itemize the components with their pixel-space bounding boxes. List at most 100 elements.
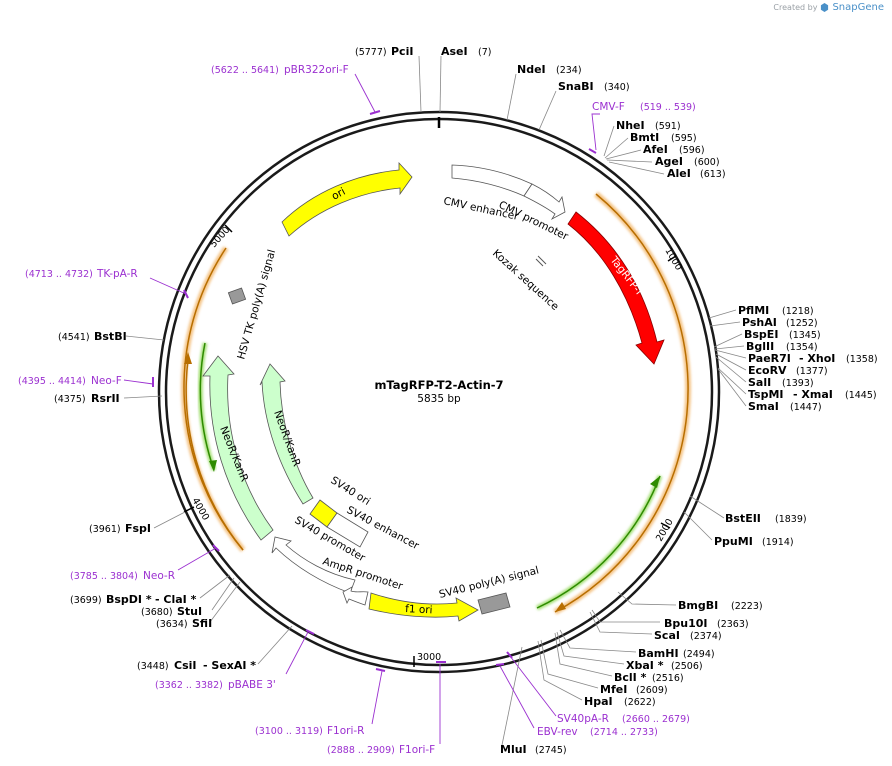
primer-pos: (2660 .. 2679) (622, 714, 690, 725)
primer-pos: (4395 .. 4414) (18, 376, 86, 387)
enzyme-name: SfiI (192, 617, 212, 630)
enzyme-name: BamHI (638, 647, 679, 660)
enzyme-name: BclI * (614, 671, 647, 684)
enzyme-name: SmaI (748, 400, 779, 413)
primer-name: SV40pA-R (557, 713, 609, 725)
enzyme-pos: (3680) (141, 607, 173, 618)
enzyme-pos: (2374) (690, 631, 722, 642)
primer-pos: (3100 .. 3119) (255, 726, 323, 737)
enzyme-right-cluster-leaders (708, 309, 747, 407)
enzyme-pos: (2363) (717, 619, 749, 630)
primer-name: pBABE 3' (228, 679, 276, 691)
enzyme-name: PciI (391, 45, 413, 58)
feature-f1-ori: f1 ori (368, 592, 479, 622)
enzyme-pos: (2223) (731, 601, 763, 612)
enzyme-name: BspDI * (106, 593, 152, 606)
credit-brand: SnapGene (832, 2, 884, 13)
enzyme-name: NdeI (517, 63, 546, 76)
primer-sv40pa-r: SV40pA-R (2660 .. 2679) (506, 651, 690, 725)
primer-name: F1ori-R (327, 725, 364, 737)
primer-pos: (4713 .. 4732) (25, 269, 93, 280)
credit-prefix: Created by (773, 3, 818, 12)
enzyme-pos: (1445) (845, 390, 877, 401)
feature-cmv-promoter: CMV promoter (497, 183, 571, 243)
enzyme-ppumi: PpuMI (1914) (683, 511, 794, 548)
primer-pbr322ori-f: (5622 .. 5641) pBR322ori-F (211, 64, 381, 115)
enzyme-pos: (340) (604, 82, 630, 93)
enzyme-name: SalI (748, 376, 771, 389)
enzyme-ndei: NdeI (234) (506, 63, 582, 121)
primer-name: EBV-rev (537, 726, 578, 738)
enzyme-pos: (3634) (156, 619, 188, 630)
enzyme-pos: (2494) (683, 649, 715, 660)
enzyme-pcii: (5777) PciI (355, 45, 422, 113)
orf-green-left-arc (197, 342, 217, 472)
enzyme-name-alt: - XmaI (793, 388, 833, 401)
enzyme-pos: (2516) (652, 673, 684, 684)
enzyme-name: TspMI (748, 388, 784, 401)
enzyme-name: MluI (500, 743, 527, 756)
enzyme-pos: (7) (478, 47, 491, 58)
enzyme-name: BstEII (725, 512, 761, 525)
feature-kozak: Kozak sequence (490, 247, 561, 313)
enzyme-pos: (2745) (535, 745, 567, 756)
enzyme-name: Bpu10I (664, 617, 708, 630)
primer-name: TK-pA-R (96, 268, 138, 280)
primer-cmv-f: CMV-F (519 .. 539) (588, 101, 696, 154)
enzyme-name-alt: - XhoI (799, 352, 835, 365)
enzyme-bsteii: BstEII (1839) (689, 495, 807, 525)
primer-neo-r: (3785 .. 3804) Neo-R (70, 544, 220, 582)
enzyme-pos: (613) (700, 169, 726, 180)
enzyme-pos: (1914) (762, 537, 794, 548)
enzyme-name: RsrII (91, 392, 120, 405)
enzyme-pos: (1358) (846, 354, 878, 365)
enzyme-name: AleI (667, 167, 691, 180)
enzyme-pos: (596) (679, 145, 705, 156)
enzyme-pos: (4375) (54, 394, 86, 405)
primer-name: F1ori-F (399, 744, 435, 756)
enzyme-name: PshAI (742, 316, 777, 329)
primer-f1ori-r: (3100 .. 3119) F1ori-R (255, 668, 386, 737)
feature-label: HSV TK poly(A) signal (235, 248, 278, 361)
feature-tagrfp-t: TagRFP-T (567, 211, 665, 365)
enzyme-name: EcoRV (748, 364, 787, 377)
enzyme-pos: (600) (694, 157, 720, 168)
enzyme-name: SnaBI (558, 80, 594, 93)
orf-tagrfp-arc (553, 191, 692, 615)
primer-pos: (5622 .. 5641) (211, 65, 279, 76)
primer-pbabe-3: (3362 .. 3382) pBABE 3' (155, 629, 315, 691)
primer-pos: (2714 .. 2733) (590, 727, 658, 738)
enzyme-asei: AseI (7) (439, 45, 491, 113)
primer-pos: (519 .. 539) (640, 102, 696, 113)
enzyme-pos: (5777) (355, 47, 387, 58)
enzyme-name: HpaI (584, 695, 613, 708)
enzyme-name: AgeI (655, 155, 683, 168)
primer-ebv-rev: EBV-rev (2714 .. 2733) (495, 663, 658, 738)
enzyme-pos: (3699) (70, 595, 102, 606)
enzyme-name: StuI (177, 605, 202, 618)
enzyme-name: FspI (125, 522, 151, 535)
primer-name: Neo-R (143, 570, 175, 582)
enzyme-bottom-left-leaders (123, 335, 293, 665)
enzyme-pos: (1839) (775, 514, 807, 525)
primer-pos: (2888 .. 2909) (327, 745, 395, 756)
feature-label: f1 ori (405, 603, 433, 616)
enzyme-pos: (1218) (782, 306, 814, 317)
feature-label: SV40 poly(A) signal (438, 564, 540, 600)
enzyme-name: BglII (746, 340, 774, 353)
enzyme-name: ScaI (654, 629, 680, 642)
enzyme-pos: (3961) (89, 524, 121, 535)
enzyme-name: BspEI (744, 328, 778, 341)
enzyme-name-alt: - ClaI * (155, 593, 197, 606)
primer-neo-f: (4395 .. 4414) Neo-F (18, 375, 154, 387)
enzyme-name: BmgBI (678, 599, 718, 612)
enzyme-name: MfeI (600, 683, 627, 696)
enzyme-name: BmtI (630, 131, 659, 144)
enzyme-pos: (2506) (671, 661, 703, 672)
orf-green-right-arc (535, 475, 663, 611)
primer-name: Neo-F (91, 375, 122, 387)
enzyme-name: CsiI (174, 659, 196, 672)
enzyme-pos: (2622) (624, 697, 656, 708)
primer-name: CMV-F (592, 101, 625, 113)
